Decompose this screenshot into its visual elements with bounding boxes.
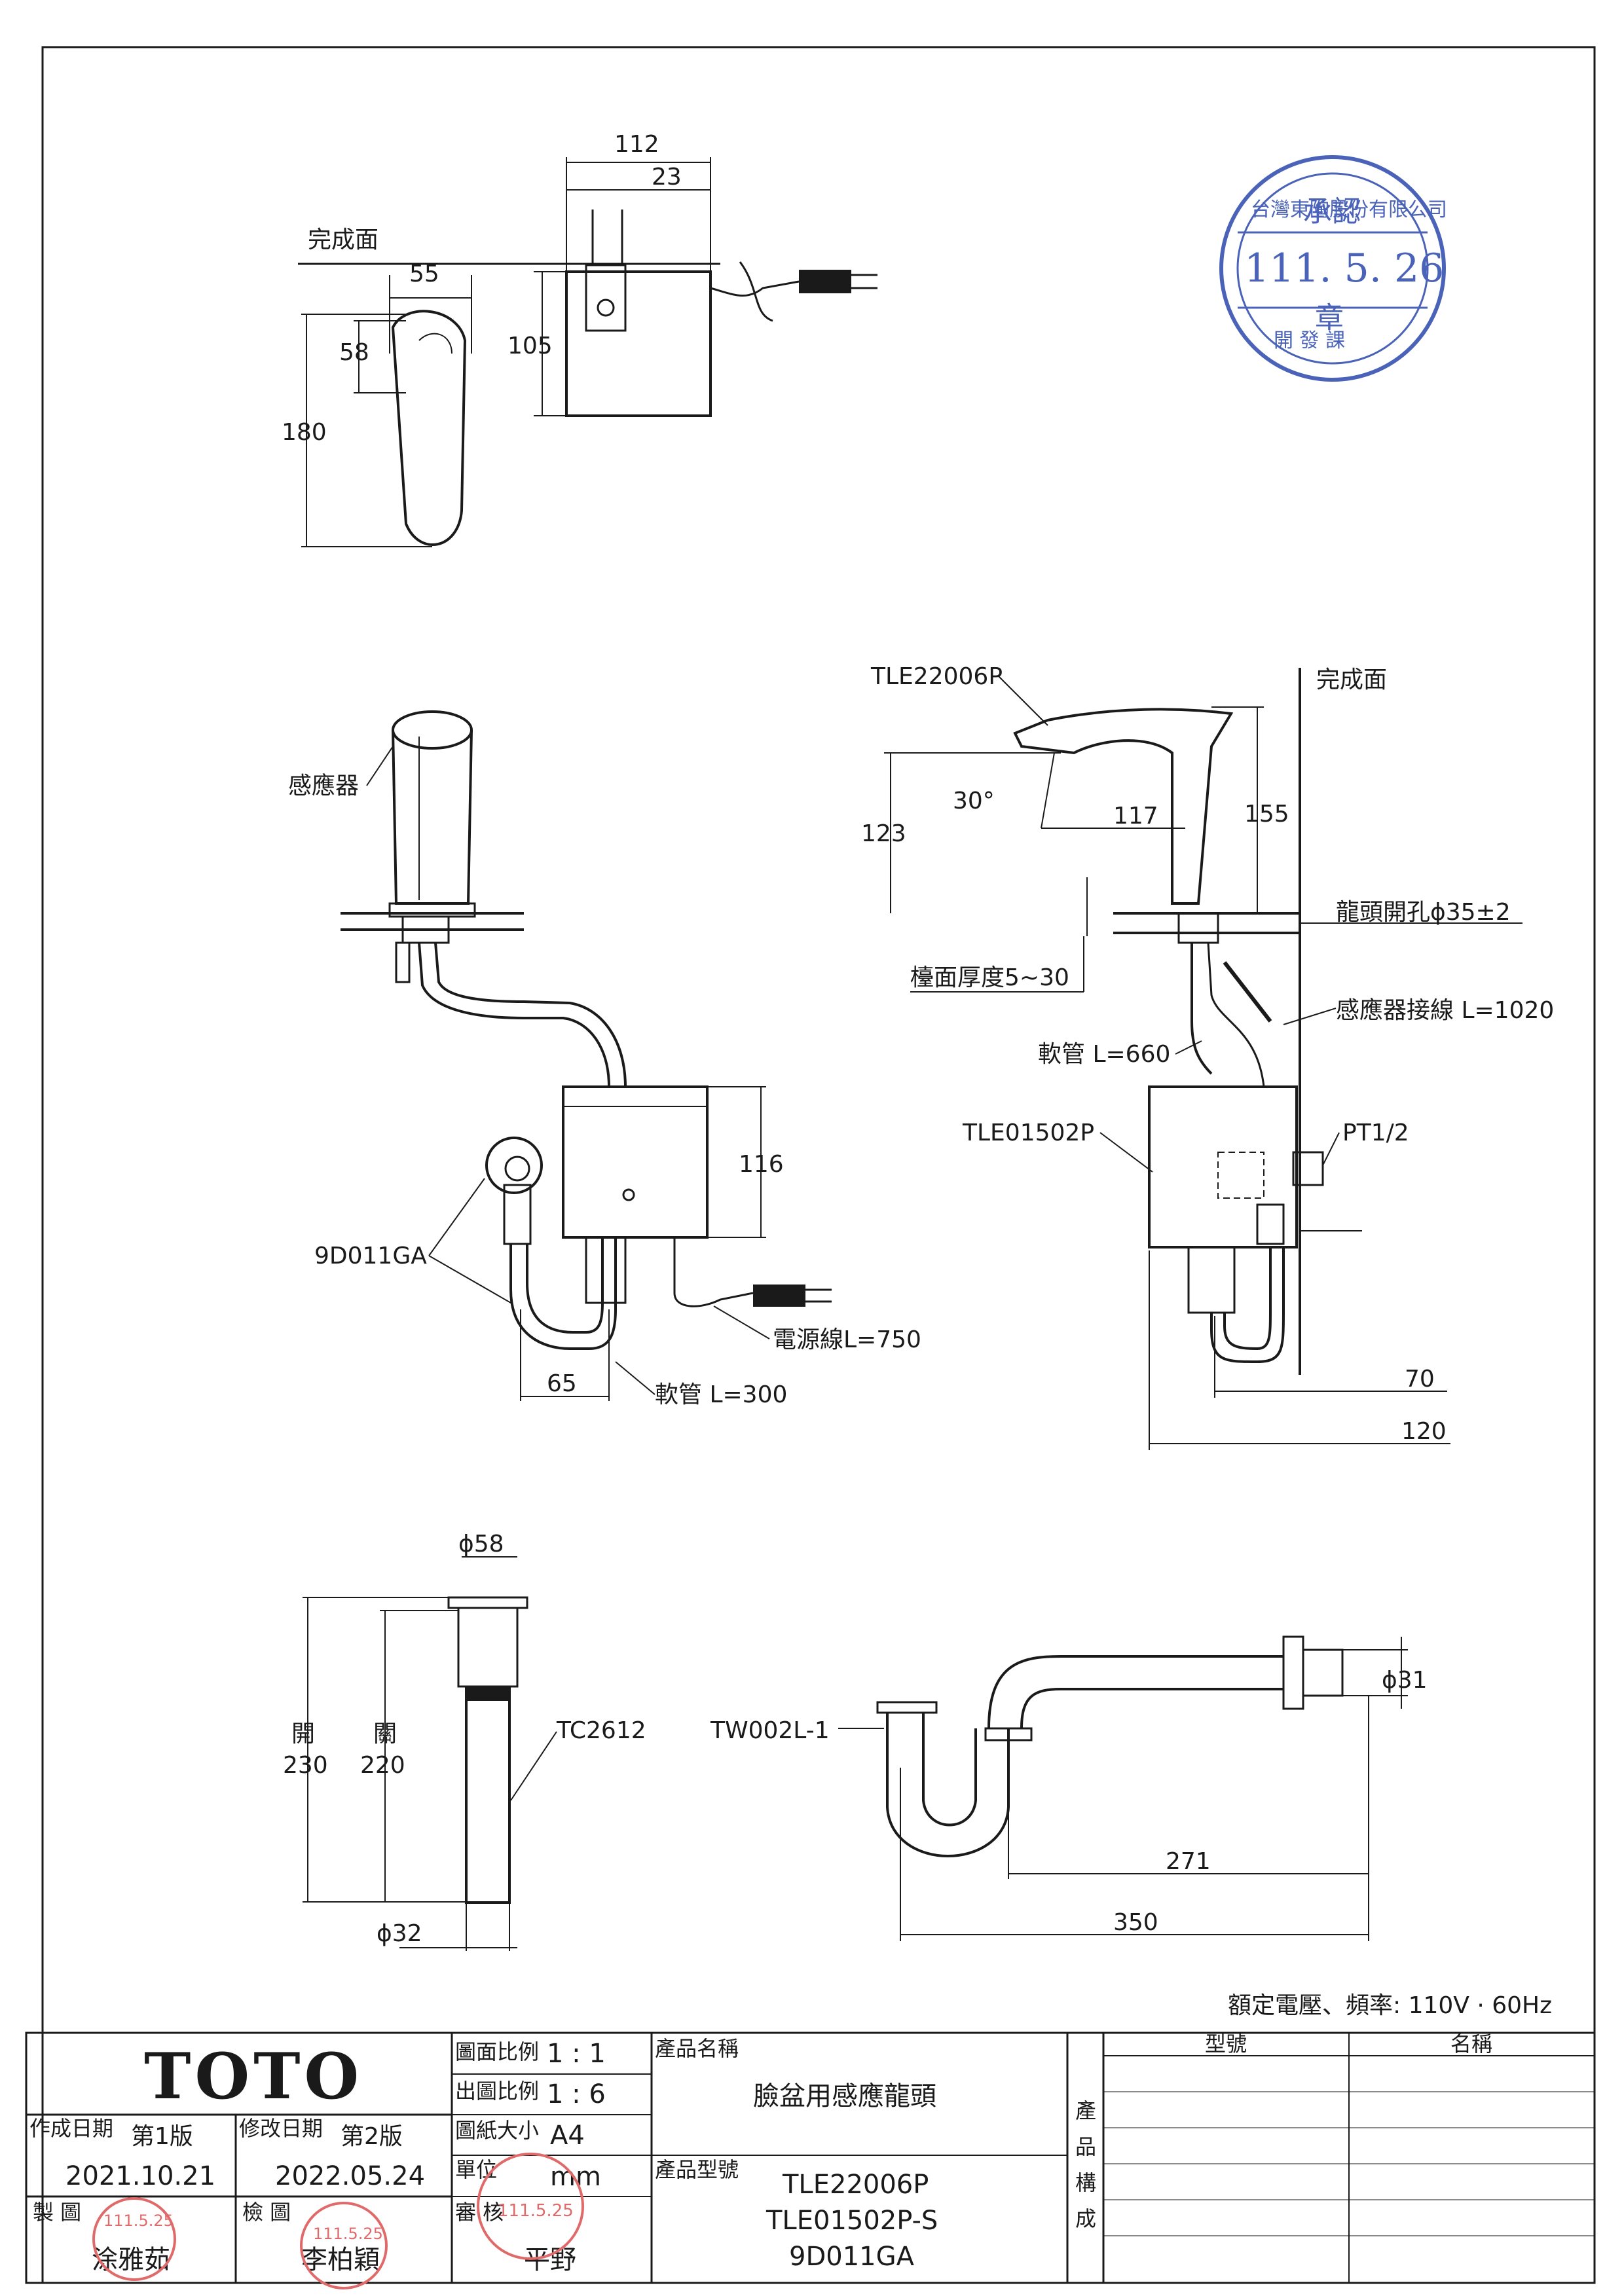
hose-660-label: 軟管 L=660 [1038, 1041, 1170, 1068]
dim-155: 155 [1244, 801, 1289, 828]
dim-d58: ϕ58 [458, 1531, 504, 1558]
drawn-by: 涂雅茹 [92, 2245, 170, 2275]
dim-65: 65 [547, 1370, 577, 1397]
checked-by: 李柏穎 [301, 2245, 380, 2275]
pt-label: PT1/2 [1342, 1120, 1409, 1146]
revised-date: 2022.05.24 [275, 2161, 425, 2191]
faucet-hole-label: 龍頭開孔ϕ35±2 [1336, 899, 1511, 926]
product-name-label: 產品名稱 [655, 2036, 739, 2061]
composition-2: 品 [1075, 2134, 1096, 2159]
drawing-border [41, 46, 1596, 2284]
finish-surface-label: 完成面 [308, 227, 378, 253]
stamp-seal: 章 [1315, 301, 1344, 335]
top-view: 完成面 112 23 105 55 58 [282, 131, 877, 547]
sensor-label: 感應器 [288, 773, 359, 799]
stamp-checked [300, 2202, 388, 2289]
product-model-label: 產品型號 [655, 2157, 739, 2182]
product-name: 臉盆用感應龍頭 [753, 2081, 936, 2111]
tc2612-label: TC2612 [556, 1717, 646, 1744]
drain-fitting-label: 9D011GA [314, 1243, 427, 1269]
dim-180: 180 [282, 419, 327, 446]
stamp-drawn [92, 2197, 176, 2281]
angle-30: 30° [953, 788, 995, 814]
unit: mm [550, 2162, 601, 2192]
tw002l-label: TW002L-1 [710, 1717, 830, 1744]
revised-label: 修改日期 [239, 2116, 323, 2141]
product-model-2: TLE01502P-S [766, 2206, 938, 2236]
stamp-approved-date: 111.5.25 [498, 2201, 574, 2221]
paper-label: 圖紙大小 [455, 2118, 539, 2143]
left-side-view: 感應器 116 9D011GA 電源線L=750 65 軟管 [288, 710, 921, 1408]
control-box-label: TLE01502P [962, 1120, 1094, 1146]
col-model: 型號 [1205, 2032, 1247, 2056]
col-name: 名稱 [1450, 2032, 1492, 2056]
scale-drawing: 1 : 1 [547, 2039, 606, 2069]
dim-123: 123 [861, 820, 906, 847]
approval-stamp: 台灣東陶股份有限公司 承認 111. 5. 26 章 開 發 課 [1219, 155, 1447, 382]
dim-58: 58 [339, 339, 369, 366]
dim-105: 105 [507, 333, 553, 359]
scale-print-label: 出圖比例 [455, 2079, 539, 2104]
dim-23: 23 [652, 164, 682, 191]
created-ver: 第1版 [131, 2123, 193, 2150]
title-block: TOTO 圖面比例 1 : 1 出圖比例 1 : 6 圖紙大小 A4 單位 mm… [25, 2032, 1596, 2289]
right-side-view: 完成面 TLE22006P 155 123 30° 117 龍頭開孔ϕ35±2 … [861, 663, 1554, 1450]
rated-voltage: 額定電壓、頻率: 110V · 60Hz [1228, 1992, 1552, 2019]
product-model-3: 9D011GA [789, 2242, 915, 2272]
faucet-model-label: TLE22006P [870, 663, 1003, 690]
open-val: 230 [283, 1752, 328, 1779]
dim-350: 350 [1113, 1909, 1158, 1936]
close-label: 關 [373, 1721, 397, 1747]
drain-view: ϕ58 開 230 關 220 TC2612 ϕ32 [283, 1531, 646, 1951]
paper-size: A4 [550, 2121, 585, 2151]
dim-120: 120 [1401, 1418, 1447, 1445]
dim-116: 116 [739, 1151, 784, 1178]
sensor-cable-label: 感應器接線 L=1020 [1336, 997, 1554, 1024]
stamp-dept: 開 發 課 [1274, 329, 1345, 352]
power-cord-label: 電源線L=750 [773, 1326, 921, 1353]
dim-d32: ϕ32 [377, 1920, 422, 1947]
created-date: 2021.10.21 [65, 2161, 215, 2191]
hose-300-label: 軟管 L=300 [655, 1381, 787, 1408]
dim-117: 117 [1113, 803, 1158, 829]
composition-1: 產 [1075, 2098, 1096, 2123]
stamp-approved [477, 2153, 584, 2260]
checked-label: 檢 圖 [242, 2200, 291, 2225]
composition-3: 構 [1075, 2170, 1096, 2195]
stamp-approve: 承認 [1303, 195, 1361, 228]
stamp-company: 台灣東陶股份有限公司 [1251, 198, 1447, 221]
finish-surface-right: 完成面 [1316, 666, 1387, 693]
unit-label: 單位 [455, 2157, 497, 2182]
trap-view: TW002L-1 ϕ31 271 350 [710, 1635, 1428, 1941]
composition-4: 成 [1075, 2206, 1096, 2231]
revised-ver: 第2版 [341, 2123, 403, 2150]
dim-55: 55 [409, 261, 439, 287]
drawn-label: 製 圖 [33, 2200, 81, 2225]
stamp-date: 111. 5. 26 [1244, 246, 1444, 291]
product-model-1: TLE22006P [782, 2170, 929, 2200]
dim-112: 112 [614, 131, 659, 158]
scale-drawing-label: 圖面比例 [455, 2039, 539, 2064]
created-label: 作成日期 [29, 2116, 113, 2141]
dim-271: 271 [1166, 1848, 1211, 1875]
stamp-checked-date: 111.5.25 [313, 2225, 383, 2243]
scale-print: 1 : 6 [547, 2079, 606, 2109]
dim-70: 70 [1405, 1366, 1435, 1393]
dim-d31: ϕ31 [1382, 1667, 1428, 1694]
stamp-drawn-date: 111.5.25 [103, 2212, 174, 2230]
counter-thickness-label: 檯面厚度5~30 [910, 964, 1069, 991]
toto-logo: TOTO [144, 2039, 363, 2113]
close-val: 220 [360, 1752, 405, 1779]
approved-by: 平野 [524, 2245, 576, 2275]
open-label: 開 [291, 1721, 315, 1747]
